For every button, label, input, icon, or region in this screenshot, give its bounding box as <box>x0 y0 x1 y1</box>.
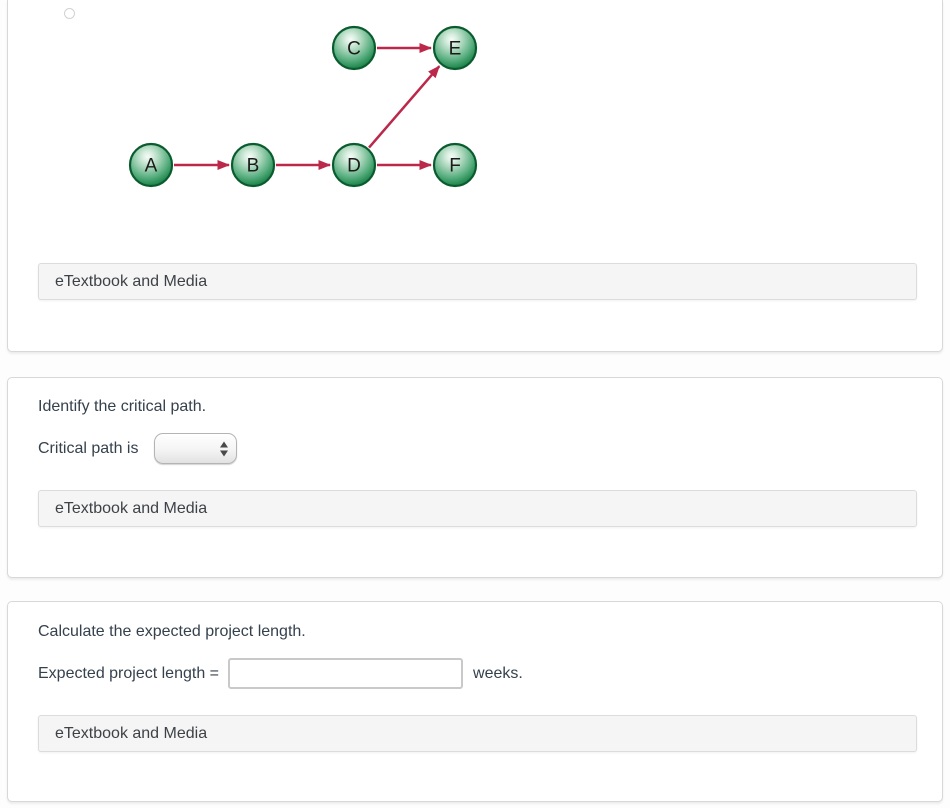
project-length-panel: Calculate the expected project length. E… <box>7 601 943 802</box>
node-label-A: A <box>145 156 158 177</box>
node-label-F: F <box>449 156 461 177</box>
chevron-down-icon <box>220 450 229 456</box>
node-label-D: D <box>347 156 361 177</box>
critical-path-label: Critical path is <box>38 439 139 457</box>
chevron-up-icon <box>220 441 229 447</box>
weeks-suffix-label: weeks. <box>473 664 523 682</box>
etextbook-media-button[interactable]: eTextbook and Media <box>38 263 917 300</box>
small-circle-artifact <box>64 8 75 19</box>
diagram-panel: A B C D E F eTextbook and Media <box>7 0 943 352</box>
select-spinner-icon <box>220 441 229 456</box>
node-label-C: C <box>347 39 361 60</box>
project-network-diagram: A B C D E F <box>8 0 942 230</box>
critical-path-select[interactable] <box>154 433 238 464</box>
critical-path-panel: Identify the critical path. Critical pat… <box>7 377 943 578</box>
project-length-row: Expected project length = weeks. <box>38 658 942 689</box>
project-length-input[interactable] <box>228 658 464 689</box>
network-diagram-svg: A B C D E F <box>128 25 478 188</box>
etextbook-media-button[interactable]: eTextbook and Media <box>38 490 917 527</box>
etextbook-media-button[interactable]: eTextbook and Media <box>38 715 917 752</box>
node-label-E: E <box>449 39 462 60</box>
project-length-question: Calculate the expected project length. <box>38 623 306 640</box>
node-label-B: B <box>247 156 260 177</box>
critical-path-row: Critical path is <box>38 433 942 464</box>
project-length-label: Expected project length = <box>38 664 220 682</box>
critical-path-question: Identify the critical path. <box>38 398 207 415</box>
